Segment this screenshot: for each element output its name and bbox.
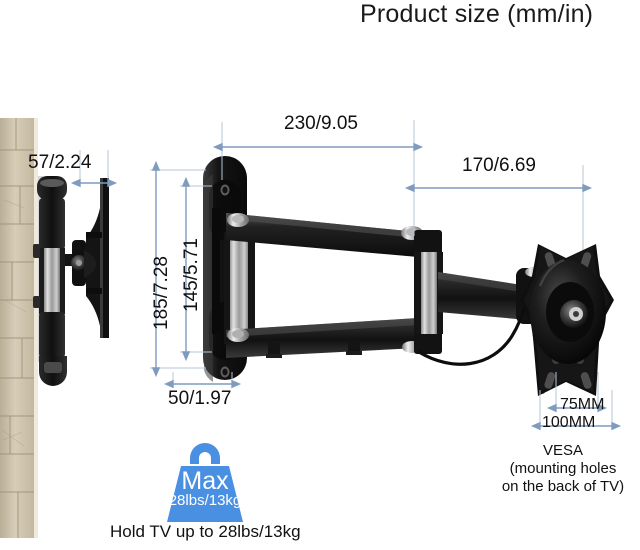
articulating-arm <box>224 213 544 358</box>
side-view-mount <box>33 176 109 386</box>
dimension-top-width: 230/9.05 <box>284 113 358 134</box>
measure-lines <box>70 142 622 431</box>
vesa-plate <box>520 244 614 396</box>
dimension-right-width: 170/6.69 <box>462 155 536 176</box>
vesa-caption-line1: (mounting holes <box>509 460 617 477</box>
vesa-outer-spacing: 100MM <box>542 414 596 431</box>
max-weight-value: 28lbs/13kg <box>168 492 242 509</box>
page-title: Product size (mm/in) <box>360 0 594 28</box>
max-weight-title: Max <box>181 467 229 495</box>
vesa-caption-line2: on the back of TV) <box>501 478 625 495</box>
vesa-label: VESA <box>542 442 584 459</box>
vesa-inner-spacing: 75MM <box>560 396 605 413</box>
capacity-caption: Hold TV up to 28lbs/13kg <box>110 522 301 541</box>
wall-texture <box>0 118 38 538</box>
dimension-depth: 57/2.24 <box>28 152 92 173</box>
dimension-plate-width: 50/1.97 <box>168 388 232 409</box>
